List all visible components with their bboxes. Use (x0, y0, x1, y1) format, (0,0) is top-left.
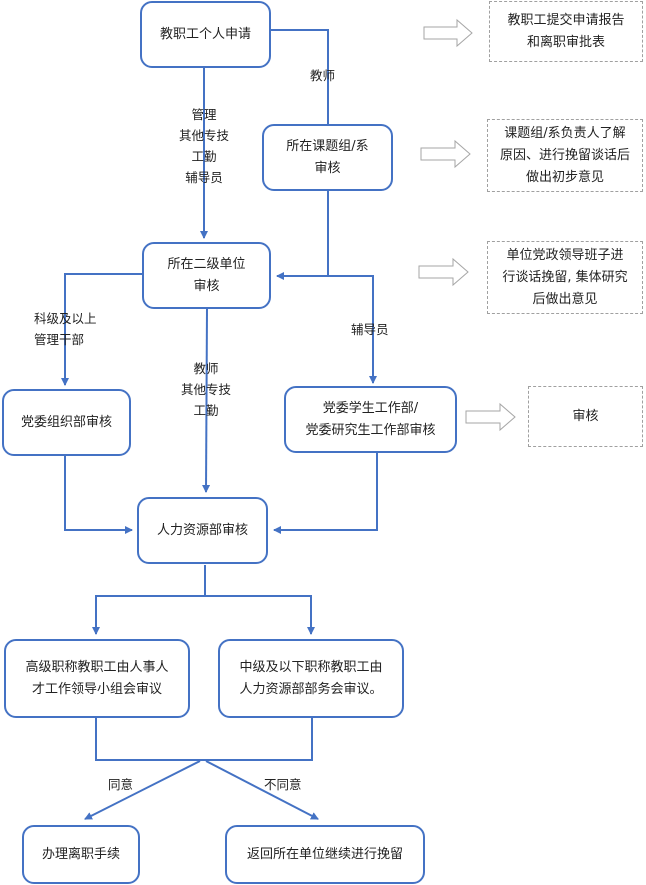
node-org-dept-review: 党委组织部审核 (2, 389, 131, 456)
edge-hr-split-right (205, 595, 315, 635)
edge-agree (84, 760, 201, 820)
edge-group-to-unit (276, 190, 329, 280)
edge-label-teacher-group: 教师 其他专技 工勤 (180, 361, 231, 418)
hollow-right-arrow-icon (465, 402, 516, 432)
note-apply: 教职工提交申请报告 和离职审批表 (489, 1, 643, 62)
hollow-right-arrow-icon (423, 18, 473, 48)
edge-hr-split (92, 565, 206, 635)
edge-label-agree: 同意 (108, 777, 134, 792)
edge-disagree (205, 760, 319, 820)
edge-label-mgmt-group: 管理 其他专技 工勤 辅导员 (178, 107, 229, 185)
edge-unit-to-hr (202, 307, 211, 493)
node-hr-review: 人力资源部审核 (137, 497, 268, 564)
node-unit-review: 所在二级单位 审核 (142, 242, 271, 309)
edge-student-to-hr (273, 452, 378, 534)
edge-label-disagree: 不同意 (264, 777, 302, 792)
node-return: 返回所在单位继续进行挽留 (225, 825, 425, 884)
edge-apply-to-group (270, 29, 329, 124)
hollow-right-arrow-icon (418, 257, 469, 287)
hollow-right-arrow-icon (420, 139, 471, 169)
node-junior-meeting: 中级及以下职称教职工由 人力资源部部务会审议。 (218, 639, 404, 718)
node-apply: 教职工个人申请 (140, 1, 271, 68)
node-group-review: 所在课题组/系 审核 (262, 124, 393, 191)
edge-meetings-merge (95, 717, 313, 761)
edge-unit-to-student (328, 275, 377, 384)
edge-label-section-level: 科级及以上 管理干部 (34, 311, 97, 347)
edge-unit-to-org (61, 273, 142, 386)
edge-org-to-hr (64, 455, 133, 534)
node-senior-meeting: 高级职称教职工由人事人 才工作领导小组会审议 (4, 639, 190, 718)
edge-label-teacher: 教师 (310, 68, 336, 83)
note-unit: 单位党政领导班子进 行谈话挽留, 集体研究 后做出意见 (487, 241, 643, 314)
note-group: 课题组/系负责人了解 原因、进行挽留谈话后 做出初步意见 (487, 119, 643, 192)
note-student: 审核 (528, 386, 643, 447)
node-resign: 办理离职手续 (22, 825, 140, 884)
edge-label-counselor: 辅导员 (351, 322, 389, 337)
node-student-dept-review: 党委学生工作部/ 党委研究生工作部审核 (284, 386, 457, 453)
